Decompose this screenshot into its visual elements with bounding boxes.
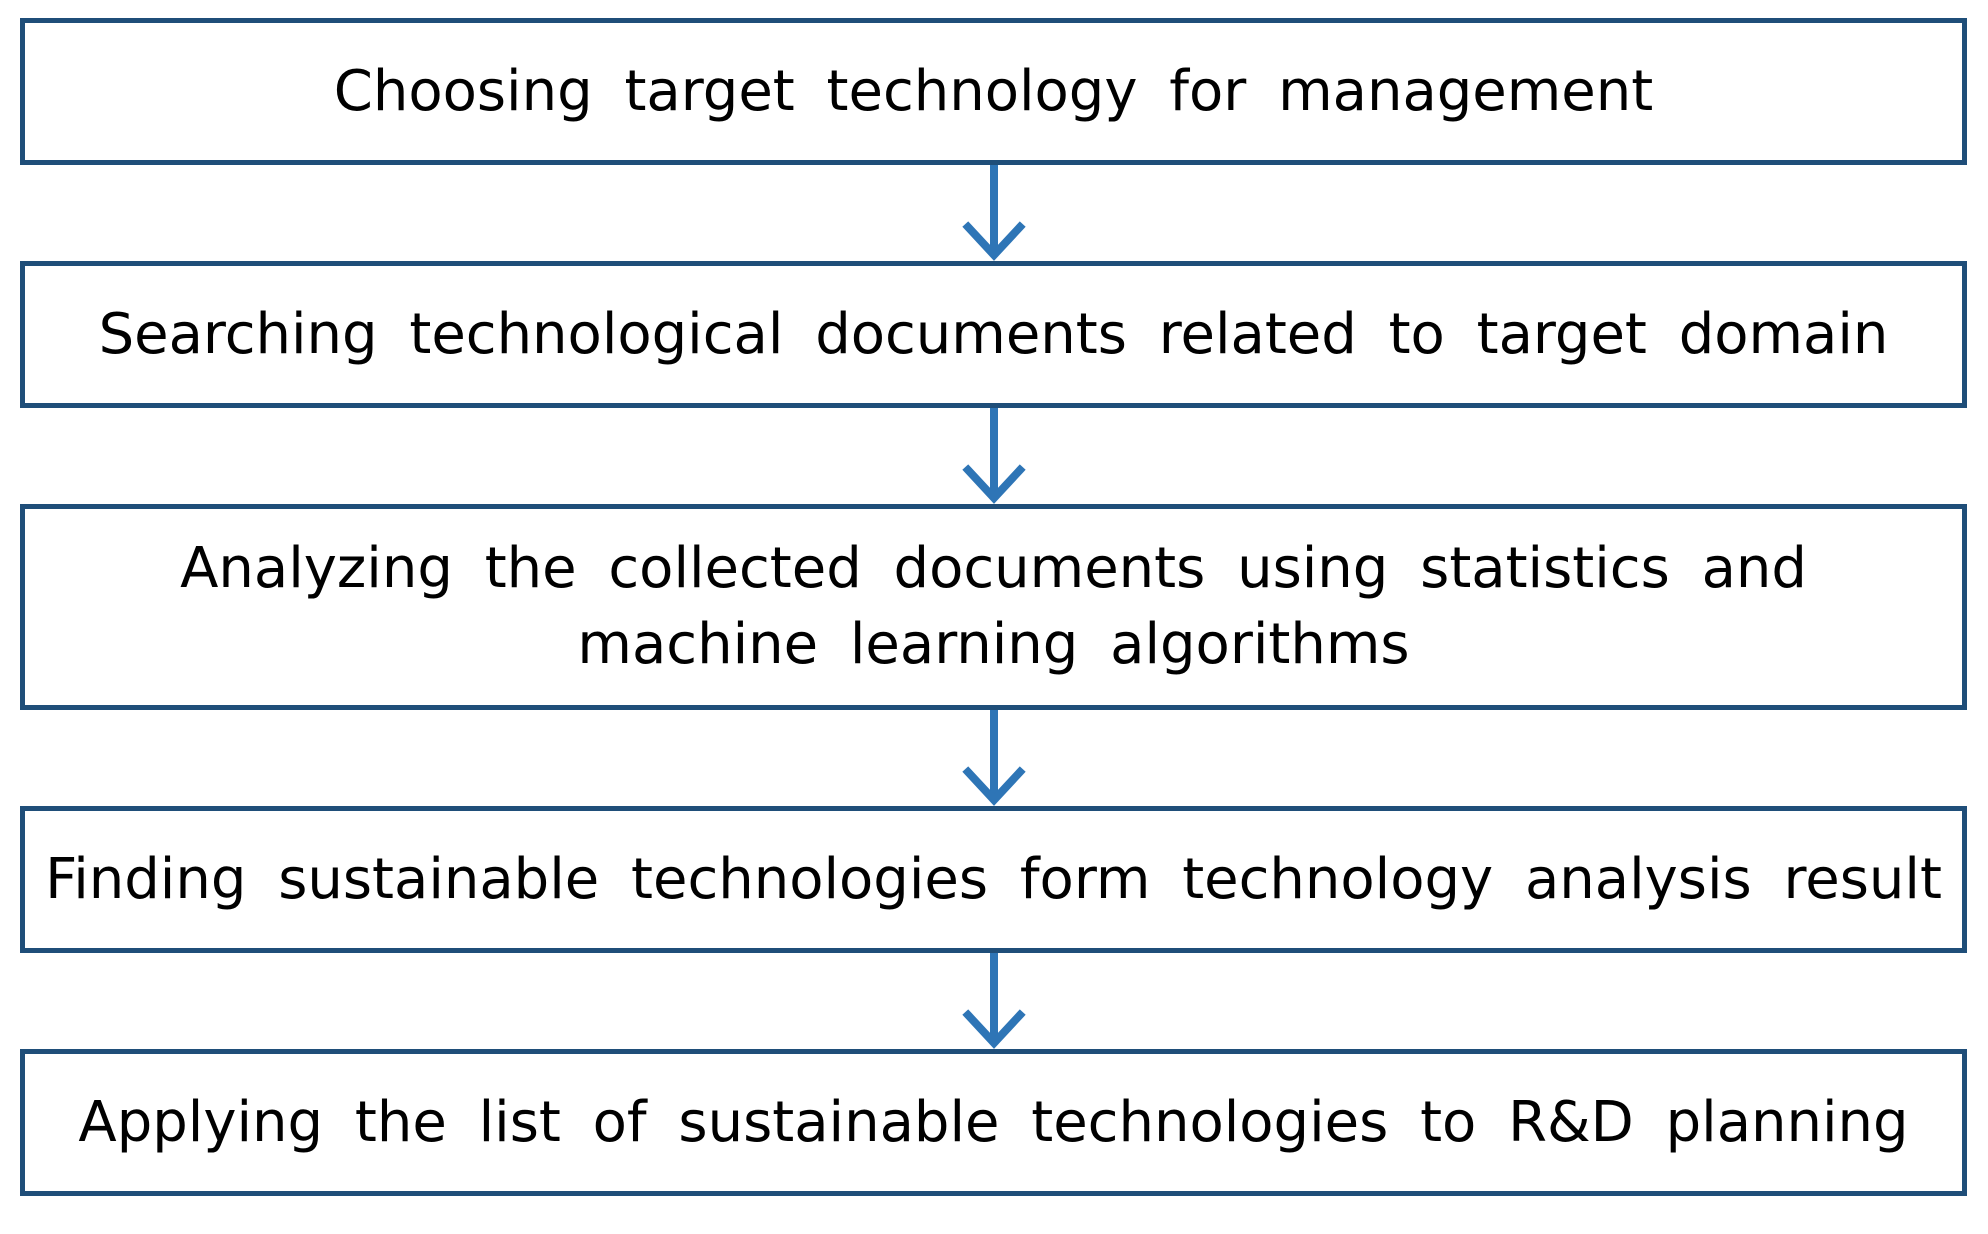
step-box-searching-documents: Searching technological documents relate…	[20, 261, 1967, 408]
step-box-finding-sustainable-technologies: Finding sustainable technologies form te…	[20, 806, 1967, 953]
arrow-down-icon	[962, 953, 1026, 1049]
arrow-down-icon	[962, 165, 1026, 261]
step-label: Applying the list of sustainable technol…	[78, 1089, 1909, 1155]
arrow-down-icon	[962, 408, 1026, 504]
step-label: Finding sustainable technologies form te…	[45, 846, 1942, 912]
arrow-down-icon	[962, 710, 1026, 806]
step-label: Analyzing the collected documents using …	[180, 536, 1807, 677]
step-box-choosing-target-technology: Choosing target technology for managemen…	[20, 18, 1967, 165]
step-box-analyzing-documents: Analyzing the collected documents using …	[20, 504, 1967, 710]
step-label: Choosing target technology for managemen…	[333, 58, 1654, 124]
step-label: Searching technological documents relate…	[98, 301, 1889, 367]
step-box-applying-to-rd-planning: Applying the list of sustainable technol…	[20, 1049, 1967, 1196]
